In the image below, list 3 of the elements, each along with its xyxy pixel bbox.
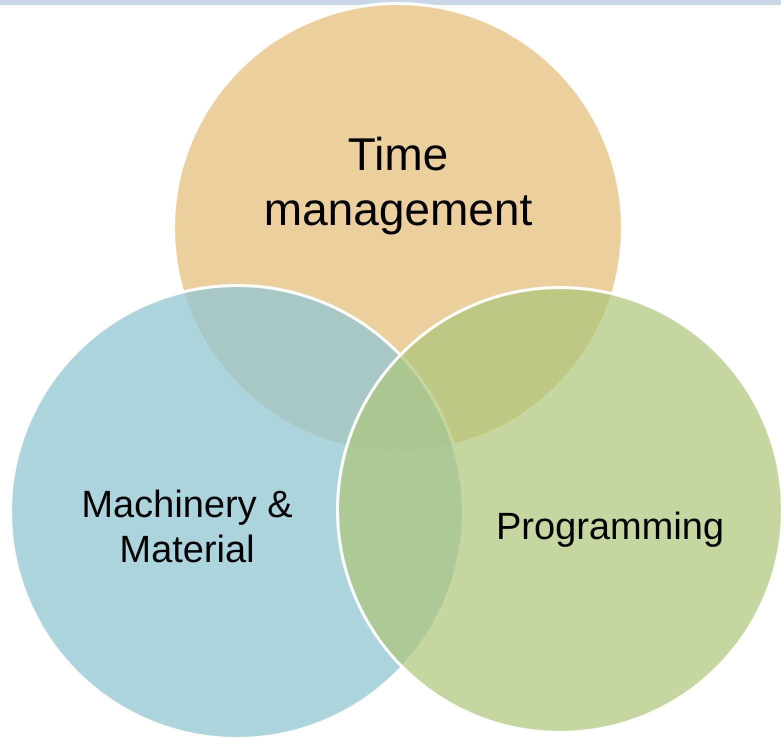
circle-label: Programming [494, 505, 726, 550]
circle-label: Time management [262, 127, 534, 238]
circle-label: Machinery & Material [80, 482, 294, 574]
